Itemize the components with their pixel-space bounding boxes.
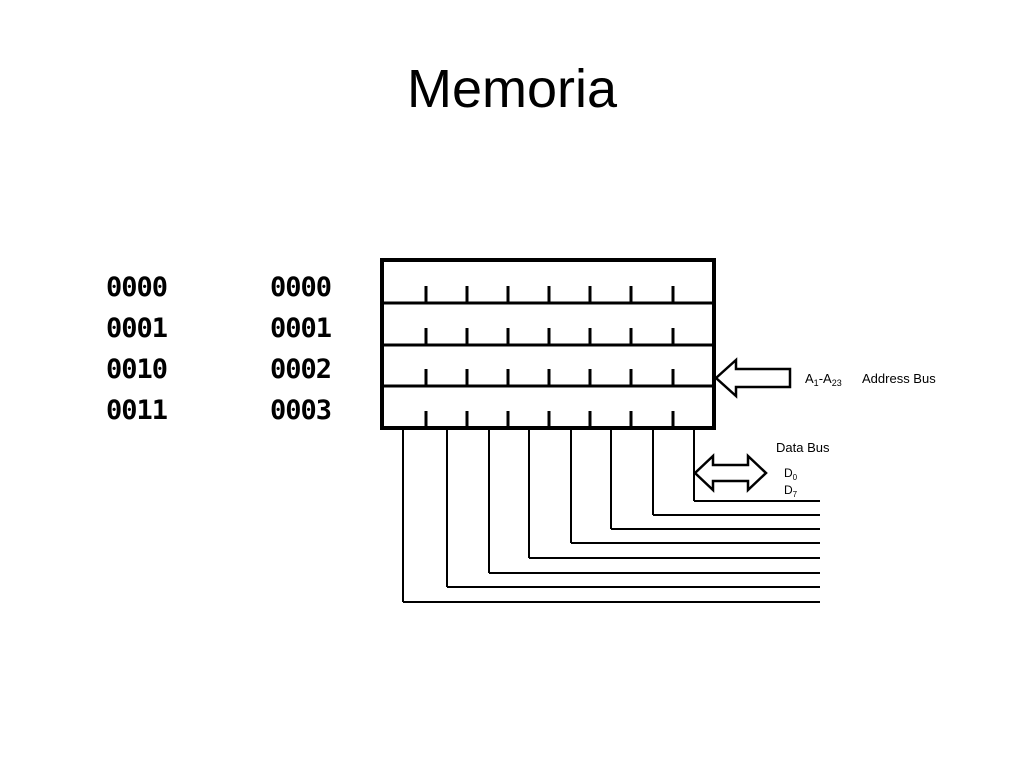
address-bus-arrow-icon [714,357,792,399]
binary-address: 0011 [106,395,168,426]
data-bit-d0: D0 [784,466,798,482]
hex-address: 0002 [270,354,332,385]
memory-cell-ticks [424,286,675,428]
address-bus-range: A1-A23 [805,371,842,388]
hex-address: 0001 [270,313,332,344]
data-bit-d7: D7 [784,483,798,499]
data-lines [402,428,820,603]
address-bus-label: Address Bus [862,371,936,386]
data-bus-label: Data Bus [776,440,830,455]
binary-address: 0001 [106,313,168,344]
hex-address: 0000 [270,272,332,303]
binary-address: 0010 [106,354,168,385]
hex-address-column: 0000 0001 0002 0003 [270,267,332,431]
binary-address-column: 0000 0001 0010 0011 [106,267,168,431]
page-title: Memoria [406,59,618,119]
binary-address: 0000 [106,272,168,303]
data-bus-arrow-icon [693,453,768,493]
hex-address: 0003 [270,395,332,426]
